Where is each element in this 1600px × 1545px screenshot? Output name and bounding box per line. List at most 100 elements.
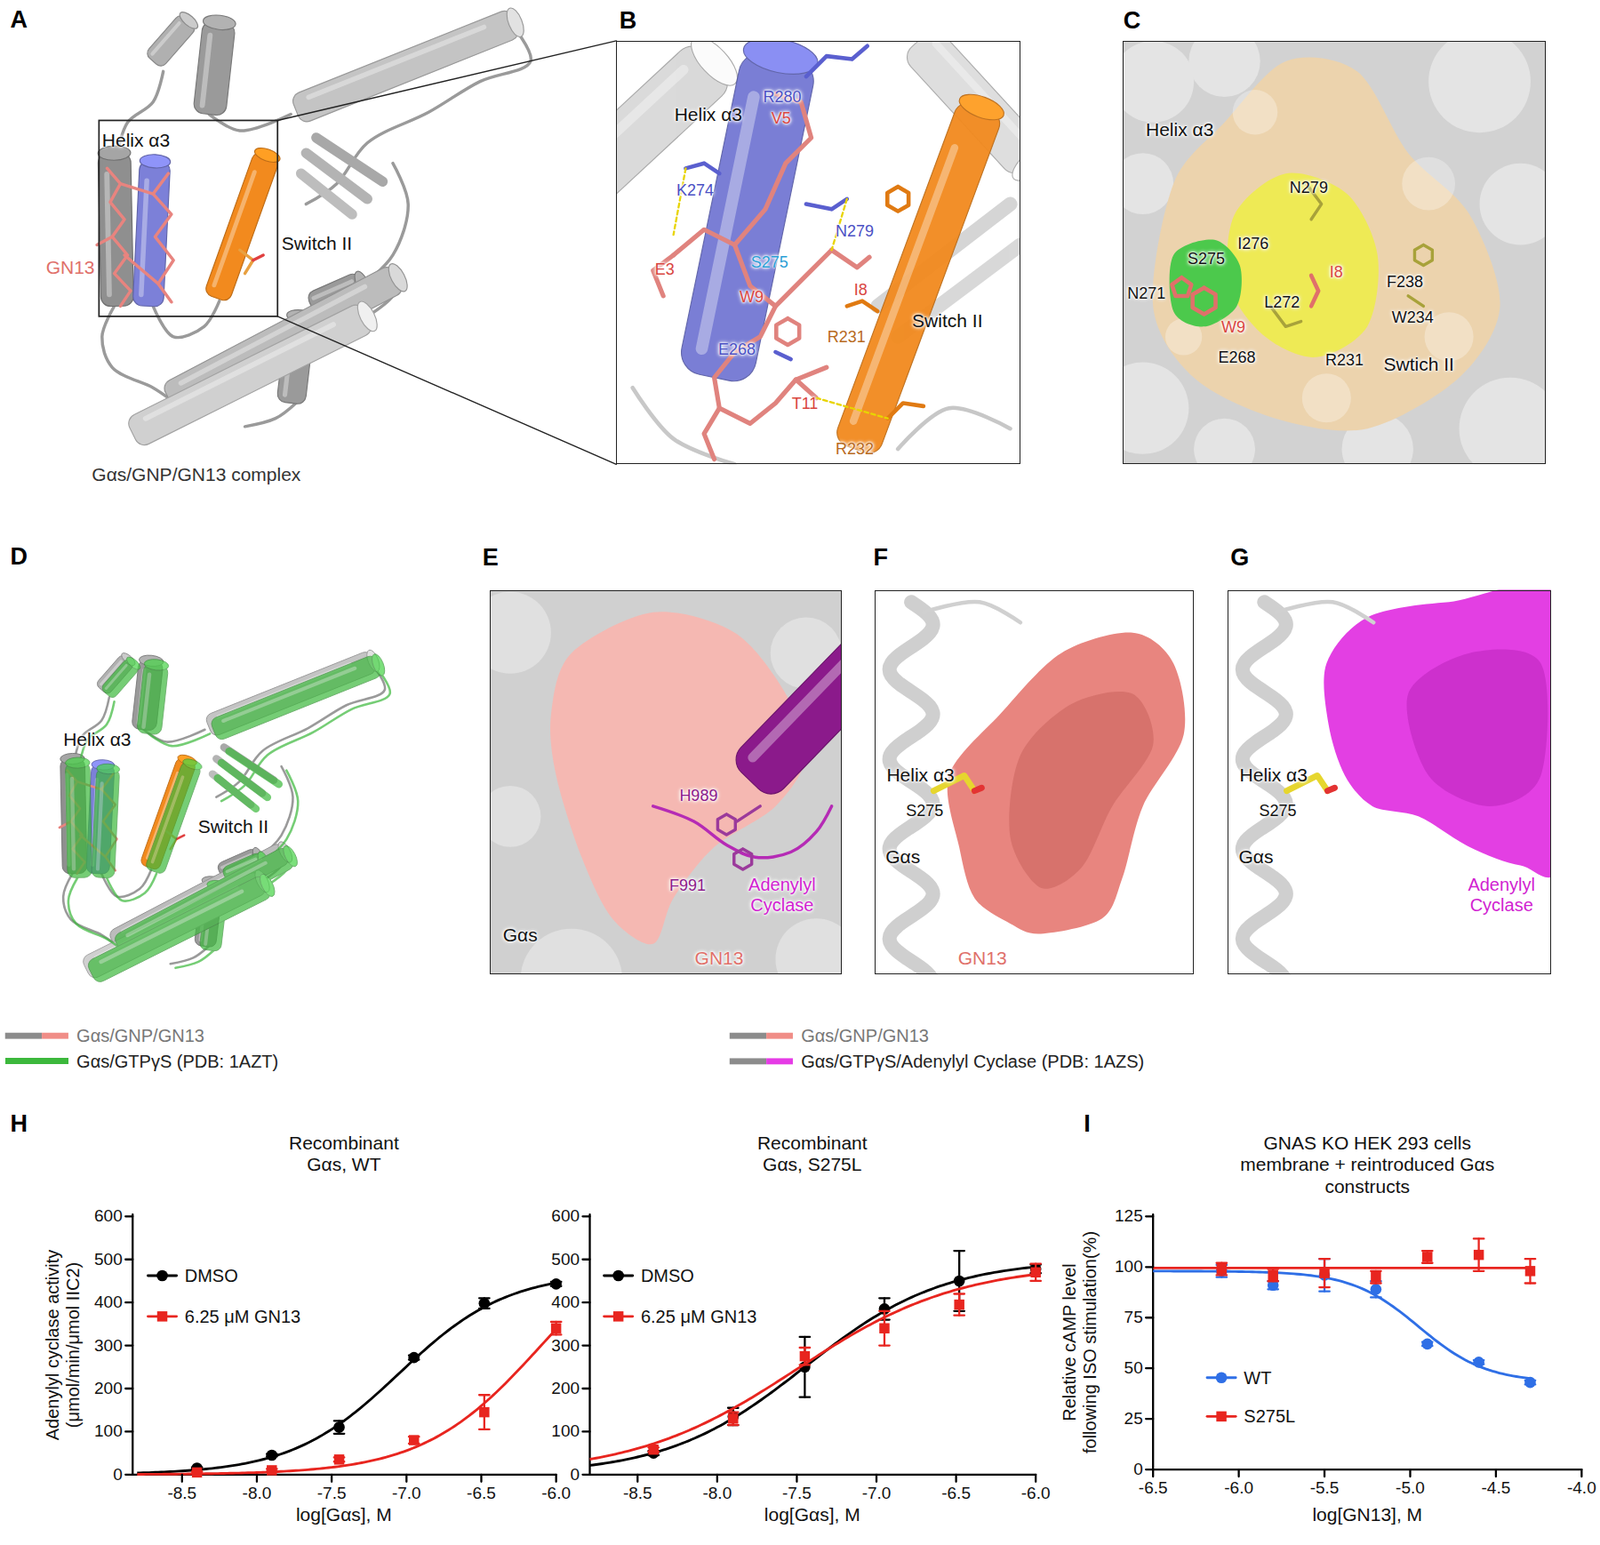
tick-mark (125, 1215, 133, 1217)
cylinder-body (86, 874, 273, 985)
cylinder-end (96, 763, 120, 776)
tick-label: 100 (94, 1421, 123, 1441)
legend-bar (766, 1032, 793, 1040)
tick-mark (1152, 1469, 1154, 1477)
cylinder-shine (305, 24, 488, 101)
panel-letter: D (9, 543, 28, 571)
panel-letter: A (9, 6, 28, 34)
residue-label: Helix α3 (674, 104, 743, 126)
data-point (479, 1407, 489, 1417)
error-cap (1319, 1257, 1329, 1260)
error-cap (1030, 1262, 1040, 1264)
error-cap (1370, 1281, 1381, 1284)
legend-text: DMSO (640, 1264, 695, 1286)
loop (897, 408, 1010, 449)
cylinder-end (124, 655, 143, 672)
residue-label: S275 (1187, 249, 1225, 269)
peptide-stick (1311, 275, 1319, 306)
panel-letter: B (619, 7, 638, 35)
error-cap (953, 1249, 964, 1252)
surface-bump (1193, 418, 1256, 465)
helix-cylinder (290, 5, 528, 125)
data-point (953, 1299, 964, 1310)
chart-title: GNAS KO HEK 293 cells membrane + reintro… (1216, 1132, 1519, 1197)
tick-mark (1408, 1469, 1411, 1477)
tick-label: 500 (94, 1249, 123, 1270)
data-point (1421, 1338, 1433, 1351)
legend-bar (729, 1032, 767, 1040)
tick-mark (582, 1387, 590, 1390)
cylinder-shine (211, 169, 258, 288)
error-cap (728, 1424, 738, 1426)
surface-shade (1407, 649, 1549, 807)
residue-label: N271 (1127, 284, 1166, 304)
data-point (408, 1352, 420, 1364)
beta-strand (316, 137, 384, 182)
fit-curve (590, 1266, 1037, 1465)
structure-label: Gαs/GNP/GN13 complex (91, 464, 301, 486)
cylinder-end (280, 843, 301, 869)
protein-cartoon (96, 5, 531, 448)
cylinder-end (64, 757, 90, 769)
data-point (1267, 1279, 1280, 1291)
surface-view (889, 601, 1186, 975)
loop (1276, 601, 1374, 623)
error-cap (551, 1320, 561, 1323)
axis-title: log[Gαs], M (764, 1504, 861, 1526)
tick-mark (125, 1473, 133, 1476)
surface-bump (1401, 157, 1456, 211)
x-axis (1152, 1468, 1582, 1471)
zoom-line (277, 316, 616, 464)
residue-stick (736, 806, 760, 822)
legend-text: Gαs/GNP/GN13 (76, 1025, 205, 1047)
residue-label: F991 (669, 876, 706, 896)
tick-label: -6.0 (1224, 1478, 1254, 1498)
residue-label: S275 (751, 253, 789, 272)
side-chain-ring (887, 186, 909, 212)
residue-stick (685, 163, 720, 174)
data-point (192, 1467, 202, 1478)
axis-title: Relative cAMP level following ISO stimul… (1059, 1228, 1101, 1456)
surface-bump (1122, 40, 1194, 123)
cylinder-body (209, 654, 384, 742)
residue-label: Switch II (912, 310, 983, 332)
error-cap (1422, 1262, 1432, 1264)
helix-cylinder (86, 872, 279, 984)
error-cap (1370, 1296, 1381, 1298)
tick-label: 600 (551, 1206, 580, 1226)
residue-label: R232 (835, 440, 874, 459)
tick-label: -4.0 (1567, 1478, 1597, 1498)
data-point (1319, 1267, 1329, 1278)
residue-label: Swtich II (1383, 353, 1454, 376)
surface-blob (947, 632, 1186, 935)
residue-stick (775, 352, 791, 360)
cylinder-body (125, 301, 375, 448)
error-cap (800, 1336, 810, 1338)
tick-label: -8.5 (167, 1483, 197, 1504)
data-point (1216, 1264, 1227, 1274)
tick-mark (716, 1474, 719, 1482)
residue-label: W9 (1221, 318, 1246, 337)
residue-label: Gαs (503, 924, 538, 946)
residue-label: Helix α3 (886, 764, 954, 786)
structure-label: Switch II (198, 816, 269, 838)
structure-label: GN13 (46, 256, 96, 279)
fit-curve (590, 1274, 1037, 1460)
error-cap (879, 1310, 889, 1312)
residue-label: I276 (1237, 234, 1269, 254)
legend-bar (766, 1057, 793, 1064)
tick-label: 25 (1124, 1408, 1144, 1429)
surface-bump (489, 592, 552, 674)
panel-letter: H (9, 1110, 28, 1138)
cylinder-end (956, 88, 1008, 125)
residue-label: Helix α3 (1240, 764, 1308, 786)
y-axis (1152, 1214, 1154, 1470)
panel-frame: BR280Helix α3V5K274N279S275E3I8W9R231Swi… (616, 40, 1021, 464)
cylinder-end (1007, 140, 1021, 187)
loop (102, 305, 169, 398)
data-point (1422, 1251, 1432, 1262)
error-cap (800, 1346, 810, 1349)
residue-label: W234 (1392, 308, 1434, 328)
legend-text: S275L (1243, 1406, 1296, 1427)
panel-frame: FHelix α3S275GαsGN13 (874, 590, 1194, 976)
